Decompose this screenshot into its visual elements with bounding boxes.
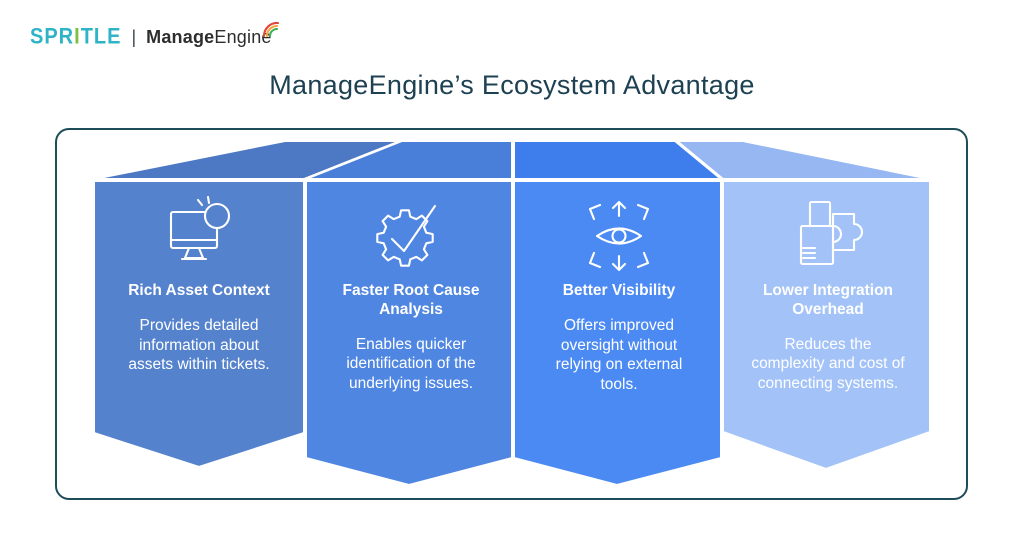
- banner-integration: [722, 180, 931, 471]
- card-description: Enables quicker identification of the un…: [346, 335, 476, 393]
- advantages-panel: Rich Asset Context Provides detailed inf…: [55, 128, 968, 500]
- card-description: Offers improved oversight without relyin…: [555, 316, 683, 393]
- puzzle-integration-icon: [788, 190, 868, 282]
- card-title: Rich Asset Context: [128, 282, 270, 299]
- logo-separator: |: [131, 27, 137, 47]
- card-rich-asset-context: Rich Asset Context Provides detailed inf…: [94, 190, 304, 375]
- card-title: Better Visibility: [562, 282, 676, 299]
- card-faster-root-cause: Faster Root Cause Analysis Enables quick…: [306, 190, 516, 394]
- banner-visibility: [513, 180, 722, 487]
- fold-integration: [674, 140, 931, 180]
- banner-root-cause: [305, 180, 513, 487]
- spritle-logo: SPRITLE: [30, 24, 122, 50]
- card-lower-integration: Lower Integration Overhead Reduces the c…: [723, 190, 933, 394]
- card-description: Provides detailed information about asse…: [128, 316, 270, 374]
- manageengine-swoosh-icon: [262, 21, 279, 38]
- card-title: Lower Integration Overhead: [762, 282, 894, 318]
- monitor-alert-icon: [159, 190, 239, 282]
- page-title: ManageEngine’s Ecosystem Advantage: [269, 70, 755, 100]
- fold-visibility: [513, 140, 724, 180]
- banner-shapes: [93, 140, 931, 487]
- card-title: Faster Root Cause Analysis: [342, 282, 480, 318]
- fold-root-cause: [305, 140, 513, 180]
- gear-check-icon: [371, 190, 451, 282]
- card-description: Reduces the complexity and cost of conne…: [751, 335, 905, 393]
- eye-arrows-icon: [579, 190, 659, 282]
- spritle-logo-text: SPR: [30, 24, 75, 50]
- card-better-visibility: Better Visibility Offers improved oversi…: [514, 190, 724, 395]
- banner-rich-asset: [93, 180, 305, 469]
